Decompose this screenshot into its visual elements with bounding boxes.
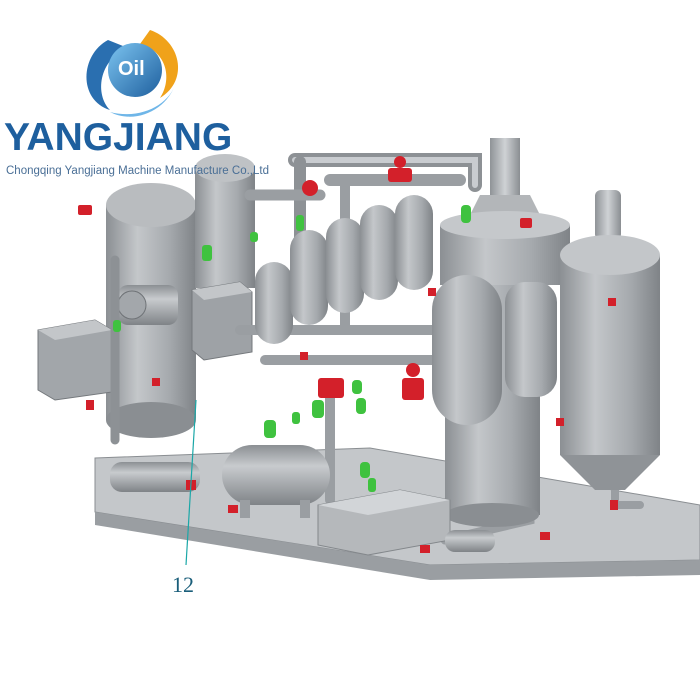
- brand-logo-icon: [86, 30, 179, 117]
- green-valves: [113, 205, 471, 492]
- storage-tank-right: [560, 190, 660, 490]
- filter-vessel-2: [290, 230, 328, 325]
- logo-oil-text: Oil: [118, 58, 145, 80]
- filter-vessel-3: [326, 218, 364, 313]
- rear-vessel: [195, 154, 255, 288]
- callout-leader-line: [185, 399, 197, 566]
- transfer-pump-left: [110, 462, 200, 492]
- filter-vessel-1: [255, 262, 293, 344]
- receiver-vessel: [505, 282, 557, 397]
- red-valves: [78, 156, 618, 553]
- filter-vessel-4: [360, 205, 398, 300]
- vacuum-pump: [117, 285, 178, 325]
- filter-vessel-5: [395, 195, 433, 290]
- separator-vessel: [432, 275, 502, 425]
- front-box: [317, 489, 451, 556]
- callout-label: 12: [172, 572, 194, 597]
- transfer-pump-bottom: [445, 530, 495, 552]
- brand-name: YANGJIANG: [4, 116, 233, 159]
- control-box-center: [191, 281, 253, 361]
- control-box-left: [37, 319, 113, 401]
- horizontal-tank: [222, 445, 330, 518]
- brand-subtitle: Chongqing Yangjiang Machine Manufacture …: [6, 165, 269, 177]
